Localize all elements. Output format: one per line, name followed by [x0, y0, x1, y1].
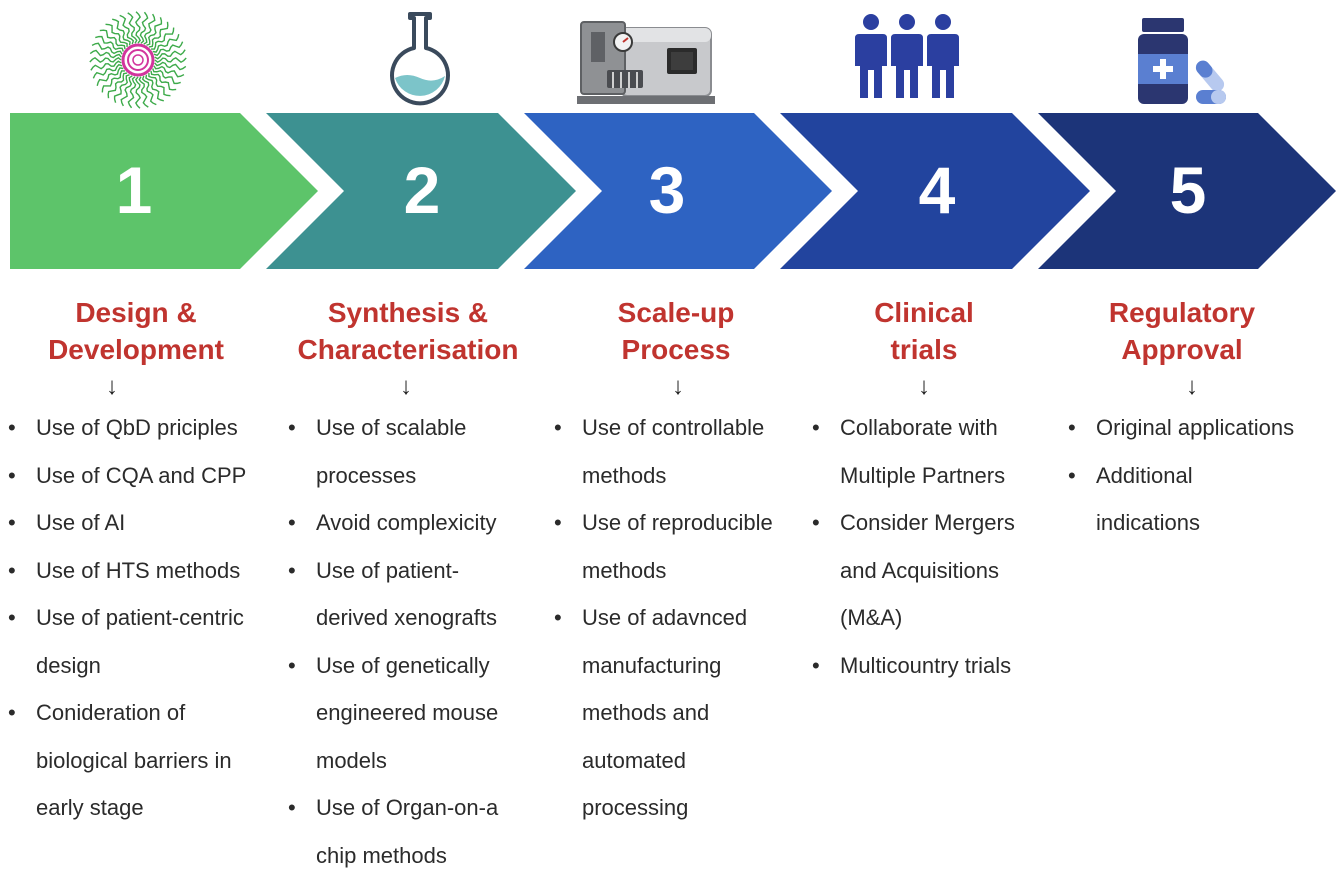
nanoparticle-spike — [89, 49, 122, 59]
stage-title: Regulatory Approval — [1108, 297, 1256, 365]
list-item: Conideration of biological barriers in e… — [8, 689, 268, 832]
nanoparticle-spike — [127, 12, 138, 44]
process-chevron-band — [10, 113, 1336, 269]
chevron-stage-2 — [266, 113, 576, 269]
nanoparticle-spike — [119, 14, 135, 45]
nanoparticle-spike — [154, 61, 187, 71]
nanoparticle-spike — [154, 49, 186, 60]
stage-3-list: Use of controllable methods Use of repro… — [554, 404, 809, 832]
stage-number: 1 — [115, 153, 153, 227]
nanoparticle-spike — [92, 63, 123, 79]
nanoparticle-spike — [101, 70, 125, 93]
stage-1-list: Use of QbD priciples Use of CQA and CPP … — [8, 404, 273, 832]
list-item: Use of adavnced manufacturing methods an… — [554, 594, 772, 832]
list-item: Original applications — [1068, 404, 1330, 452]
stage-title: Clinical trials — [874, 297, 974, 365]
nanoparticle-spike — [154, 57, 187, 64]
stage-title: Synthesis & Characterisation — [297, 297, 519, 365]
list-item: Use of HTS methods — [8, 547, 273, 595]
stage-4-list: Collaborate with Multiple Partners Consi… — [812, 404, 1052, 689]
down-arrow-icon: ↓ — [672, 373, 684, 400]
list-item: Use of Organ-on-a chip methods — [288, 784, 526, 879]
chevron-stage-5 — [1038, 113, 1336, 269]
nanoparticle-spike — [113, 74, 130, 103]
nanoparticle-spike — [139, 11, 149, 44]
down-arrow-icon: ↓ — [106, 373, 118, 400]
nanoparticle-spike — [153, 65, 185, 78]
nanoparticle-spike — [143, 13, 156, 45]
stage-number: 2 — [403, 153, 441, 227]
nanoparticle-spike — [153, 41, 184, 57]
stage-5-list: Original applications Additional indicat… — [1068, 404, 1330, 547]
list-item: Use of QbD priciples — [8, 404, 273, 452]
nanoparticle-spike — [99, 29, 126, 50]
list-item: Use of reproducible methods — [554, 499, 809, 594]
list-item: Use of scalable processes — [288, 404, 484, 499]
nanoparticle-spike — [107, 72, 128, 99]
nanoparticle-spike — [150, 70, 177, 91]
nanoparticle-spike — [152, 34, 180, 53]
list-item: Additional indications — [1068, 452, 1226, 547]
nanoparticle-spike — [105, 23, 128, 47]
list-item: Use of controllable methods — [554, 404, 809, 499]
nanoparticle-spike — [141, 75, 157, 106]
nanoparticle-spike — [152, 68, 181, 85]
manufacturing-machine-icon — [577, 21, 715, 104]
stage-number: 5 — [1169, 153, 1207, 227]
nanoparticle-spike — [90, 60, 122, 71]
nanoparticle-spike — [120, 75, 133, 107]
nanoparticle-spike — [151, 27, 175, 50]
list-item: Use of CQA and CPP — [8, 452, 273, 500]
nanoparticle-icon — [89, 11, 187, 109]
people-icon — [855, 14, 959, 98]
chevron-stage-3 — [524, 113, 832, 269]
nanoparticle-spike — [134, 76, 141, 109]
list-item: Multicountry trials — [812, 642, 1052, 690]
nanoparticle-spike — [146, 17, 163, 46]
list-item: Use of patient-derived xenografts — [288, 547, 521, 642]
list-item: Collaborate with Multiple Partners — [812, 404, 1035, 499]
nanoparticle-spike — [112, 18, 131, 46]
list-item: Use of AI — [8, 499, 273, 547]
nanoparticle-spike — [138, 76, 149, 108]
chevron-stage-1 — [10, 113, 318, 269]
nanoparticle-spike — [95, 35, 124, 52]
nanoparticle-spike — [135, 11, 142, 44]
nanoparticle-spike — [96, 67, 124, 86]
down-arrow-icon: ↓ — [400, 373, 412, 400]
nanoparticle-spike — [89, 56, 122, 63]
list-item: Consider Mergers and Acquisitions (M&A) — [812, 499, 1040, 642]
list-item: Use of genetically engineered mouse mode… — [288, 642, 528, 785]
medicine-bottle-icon — [1138, 18, 1226, 104]
nanoparticle-spike — [148, 73, 171, 97]
stage-2-list: Use of scalable processes Avoid complexi… — [288, 404, 538, 879]
flask-icon — [390, 12, 450, 106]
down-arrow-icon: ↓ — [918, 373, 930, 400]
nanoparticle-spike — [127, 76, 137, 109]
stage-number: 3 — [648, 153, 686, 227]
list-item: Use of patient-centric design — [8, 594, 251, 689]
nanoparticle-spike — [145, 74, 164, 102]
list-item: Avoid complexicity — [288, 499, 538, 547]
down-arrow-icon: ↓ — [1186, 373, 1198, 400]
stage-number: 4 — [918, 153, 956, 227]
stage-title: Scale-up Process — [617, 297, 735, 365]
nanoparticle-spike — [91, 42, 123, 55]
nanoparticle-spike — [148, 21, 169, 48]
chevron-stage-4 — [780, 113, 1090, 269]
stage-title: Design & Development — [48, 297, 224, 365]
